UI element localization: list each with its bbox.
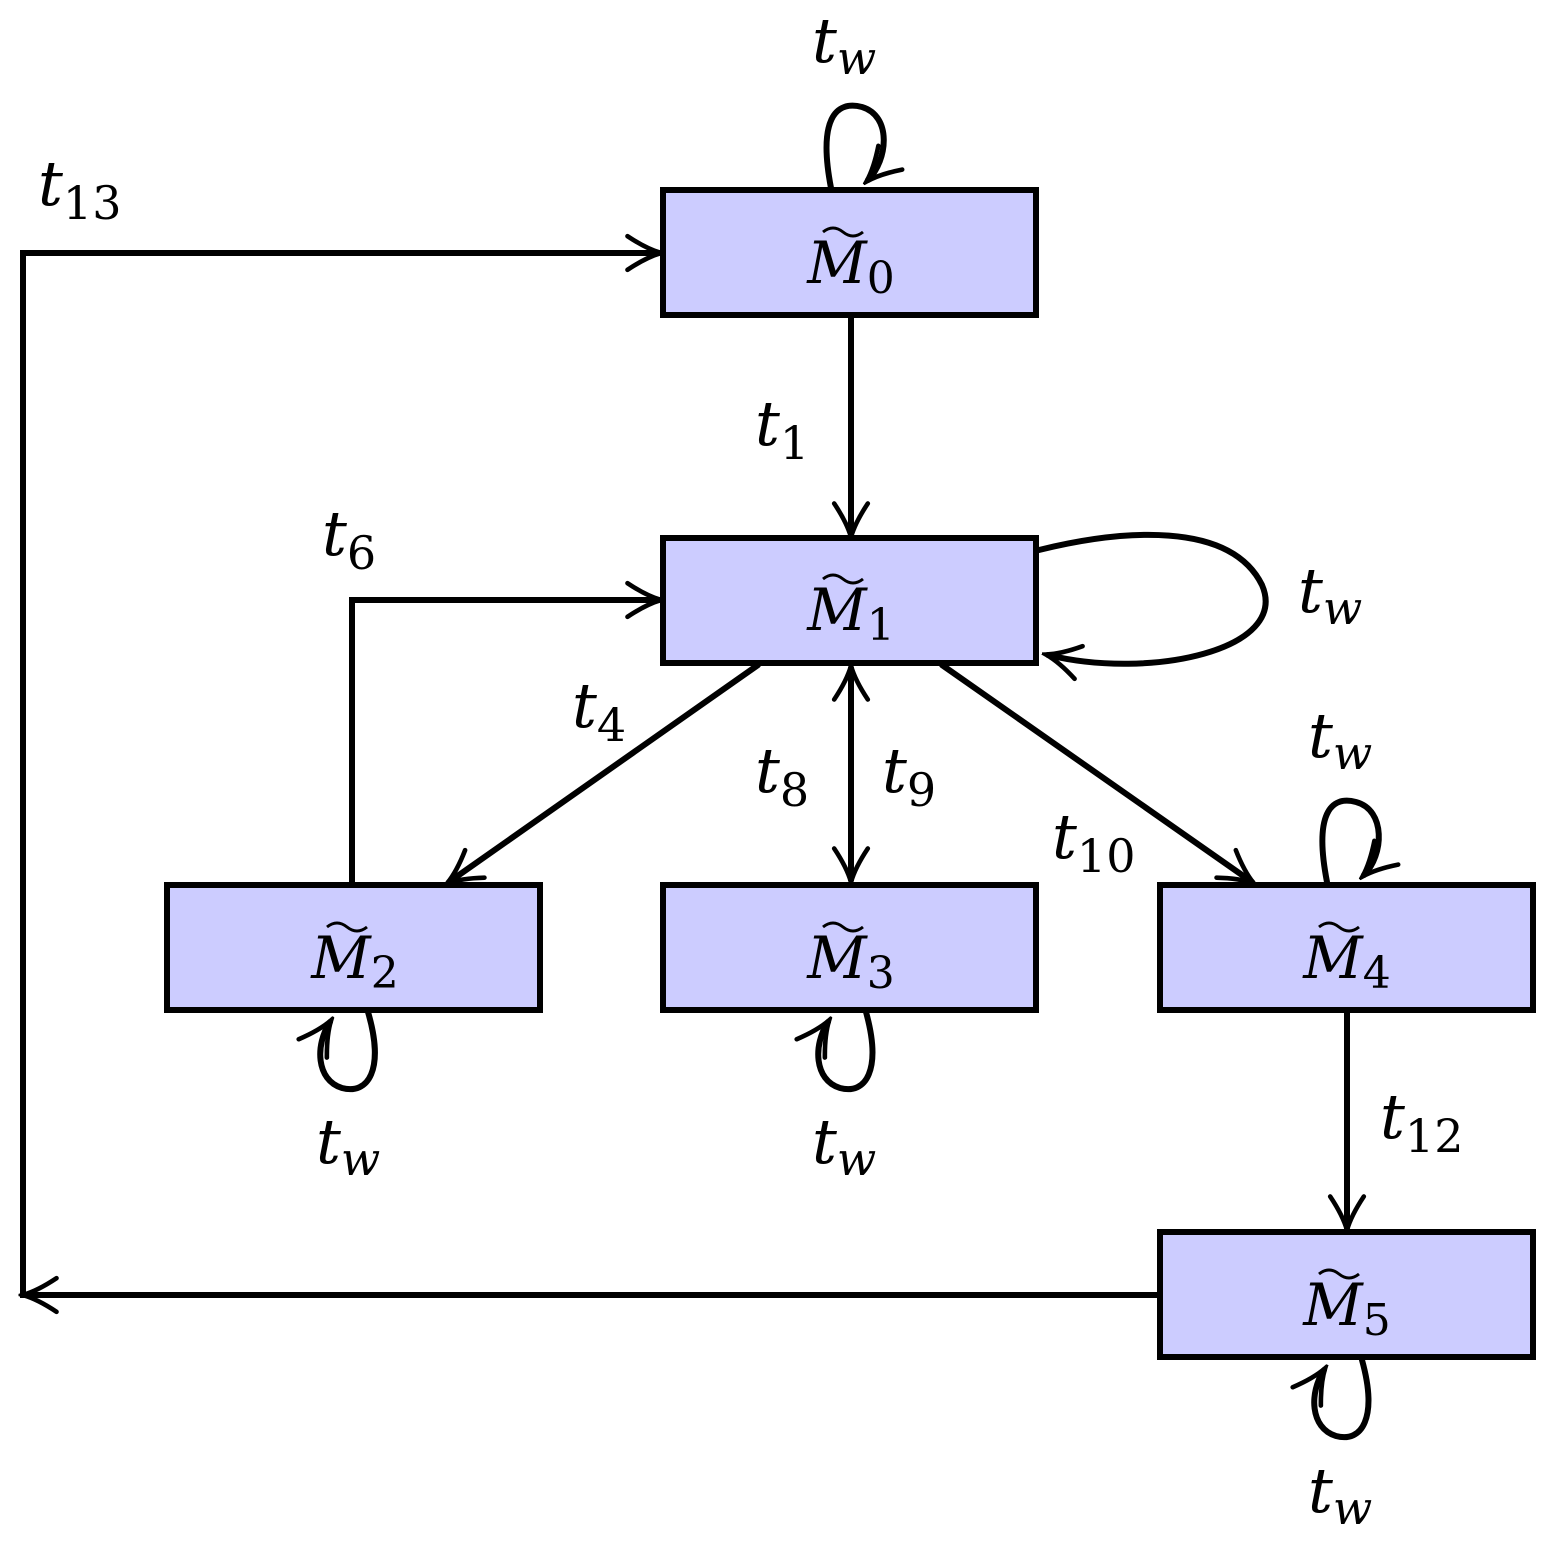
- tilde-icon: [822, 921, 864, 933]
- tilde-icon: [326, 921, 368, 933]
- tilde-icon: [822, 226, 864, 238]
- label-t9: t9: [882, 734, 936, 817]
- state-M4: M4: [1157, 882, 1536, 1013]
- edge-t4: [449, 662, 761, 882]
- label-t10: t10: [1052, 800, 1135, 883]
- edge-t6: [349, 600, 659, 888]
- self-loop-M1: [1036, 531, 1269, 664]
- label-t13: t13: [38, 147, 121, 230]
- self-loop-M0: [823, 102, 884, 191]
- tilde-icon: [1318, 921, 1360, 933]
- tilde-icon: [1318, 1268, 1360, 1280]
- state-M0: M0: [660, 187, 1039, 318]
- self-loop-M5: [1314, 1357, 1372, 1441]
- tilde-icon: [822, 573, 864, 585]
- state-M1-label: M1: [806, 576, 894, 651]
- state-M4-label: M4: [1302, 924, 1390, 999]
- self-loop-M3: [818, 1009, 876, 1093]
- edge-t13: [20, 253, 1162, 1298]
- state-M2: M2: [164, 882, 543, 1013]
- label-loop-M4: tw: [1308, 699, 1372, 780]
- label-t6: t6: [322, 497, 376, 580]
- label-t1: t1: [755, 387, 809, 470]
- label-loop-M3: tw: [812, 1105, 876, 1186]
- self-loop-M4: [1319, 797, 1378, 885]
- self-loop-M2: [320, 1009, 378, 1093]
- label-t12: t12: [1380, 1080, 1463, 1163]
- state-M1: M1: [660, 535, 1039, 666]
- state-M3-label: M3: [806, 924, 894, 999]
- label-t8: t8: [755, 734, 809, 817]
- label-loop-M5: tw: [1308, 1454, 1372, 1535]
- edge-t10: [939, 662, 1252, 882]
- label-loop-M2: tw: [316, 1105, 380, 1186]
- state-M0-label: M0: [806, 229, 894, 304]
- label-loop-M0: tw: [812, 4, 876, 85]
- state-M2-label: M2: [310, 924, 398, 999]
- state-M5: M5: [1157, 1229, 1536, 1360]
- state-M5-label: M5: [1302, 1271, 1390, 1346]
- label-t4: t4: [572, 669, 626, 752]
- label-loop-M1: tw: [1298, 554, 1362, 635]
- state-M3: M3: [660, 882, 1039, 1013]
